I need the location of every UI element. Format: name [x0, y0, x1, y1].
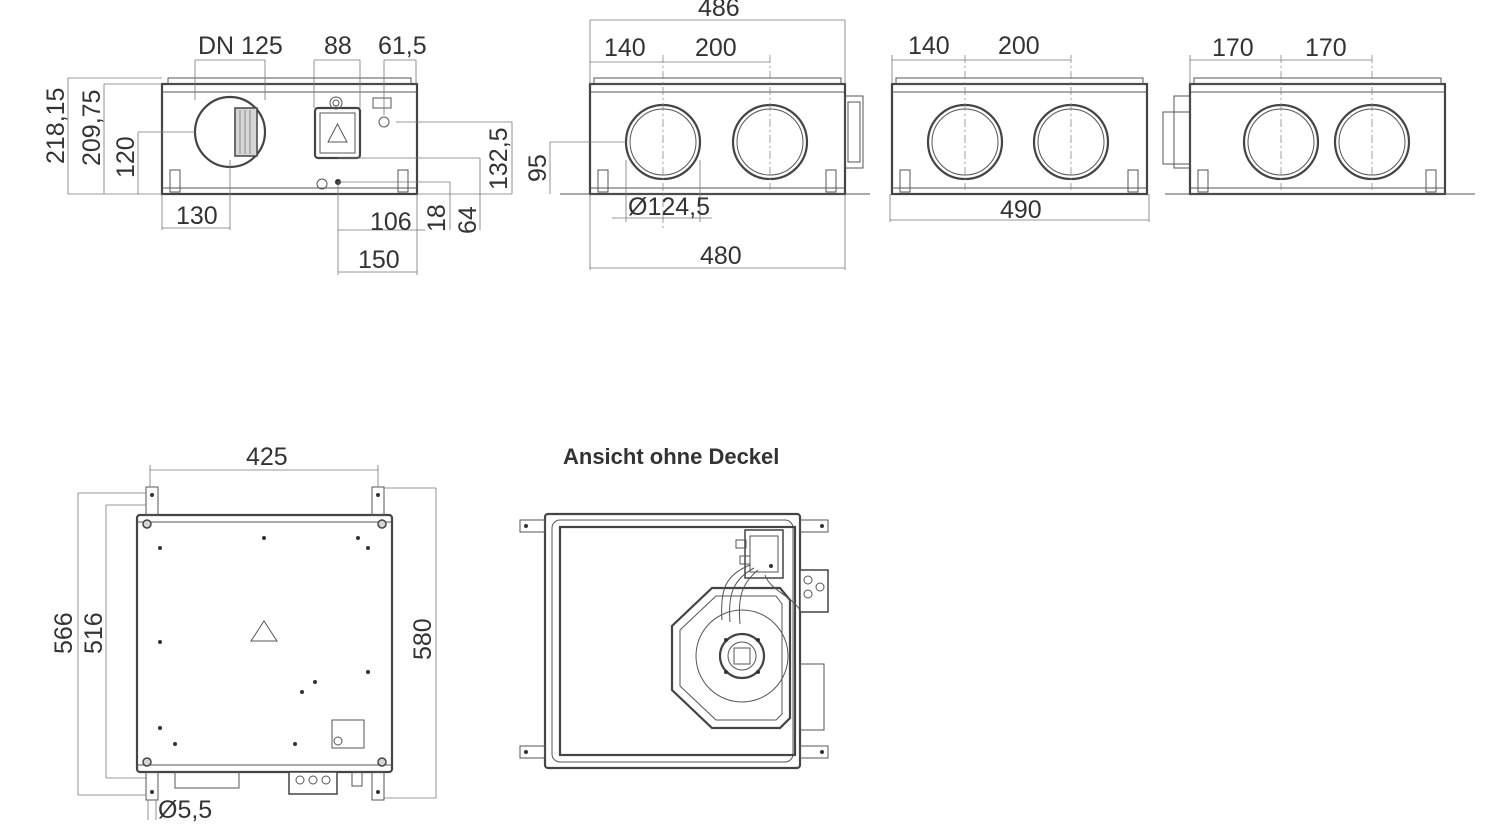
dim-486: 486 [698, 0, 740, 22]
dim-200b: 200 [998, 32, 1040, 60]
dim-480: 480 [700, 242, 742, 270]
side-view-left: DN 125 88 61,5 218,15 209,75 120 132,5 1… [42, 32, 513, 275]
top-view: 425 566 516 580 Ø5,5 [50, 443, 437, 824]
dim-88: 88 [324, 32, 352, 60]
dim-218-15: 218,15 [42, 88, 70, 164]
dim-425: 425 [246, 443, 288, 471]
dim-5-5: Ø5,5 [158, 796, 212, 824]
dim-516: 516 [80, 612, 108, 654]
dim-170b: 170 [1305, 34, 1347, 62]
dim-120: 120 [112, 136, 140, 178]
dim-580: 580 [409, 618, 437, 660]
dim-124-5: Ø124,5 [628, 193, 710, 221]
dim-106: 106 [370, 208, 412, 236]
front-view-2: 140 200 490 [889, 32, 1150, 224]
dim-95: 95 [524, 154, 552, 182]
dim-132-5: 132,5 [485, 127, 513, 190]
dim-150: 150 [358, 246, 400, 274]
dim-490: 490 [1000, 196, 1042, 224]
dim-209-75: 209,75 [78, 90, 106, 166]
dim-61-5: 61,5 [378, 32, 427, 60]
dim-140b: 140 [908, 32, 950, 60]
front-view-1: 486 140 200 95 Ø124,5 480 [524, 0, 870, 270]
dim-140a: 140 [604, 34, 646, 62]
dim-170a: 170 [1212, 34, 1254, 62]
dim-18: 18 [423, 204, 451, 232]
dim-64: 64 [454, 206, 482, 234]
view-caption: Ansicht ohne Deckel [563, 444, 779, 469]
dim-dn125: DN 125 [198, 32, 283, 60]
view-without-cover: Ansicht ohne Deckel [519, 444, 829, 770]
dim-566: 566 [50, 612, 78, 654]
dim-200a: 200 [695, 34, 737, 62]
back-view: 170 170 [1162, 34, 1475, 196]
dim-130: 130 [176, 202, 218, 230]
